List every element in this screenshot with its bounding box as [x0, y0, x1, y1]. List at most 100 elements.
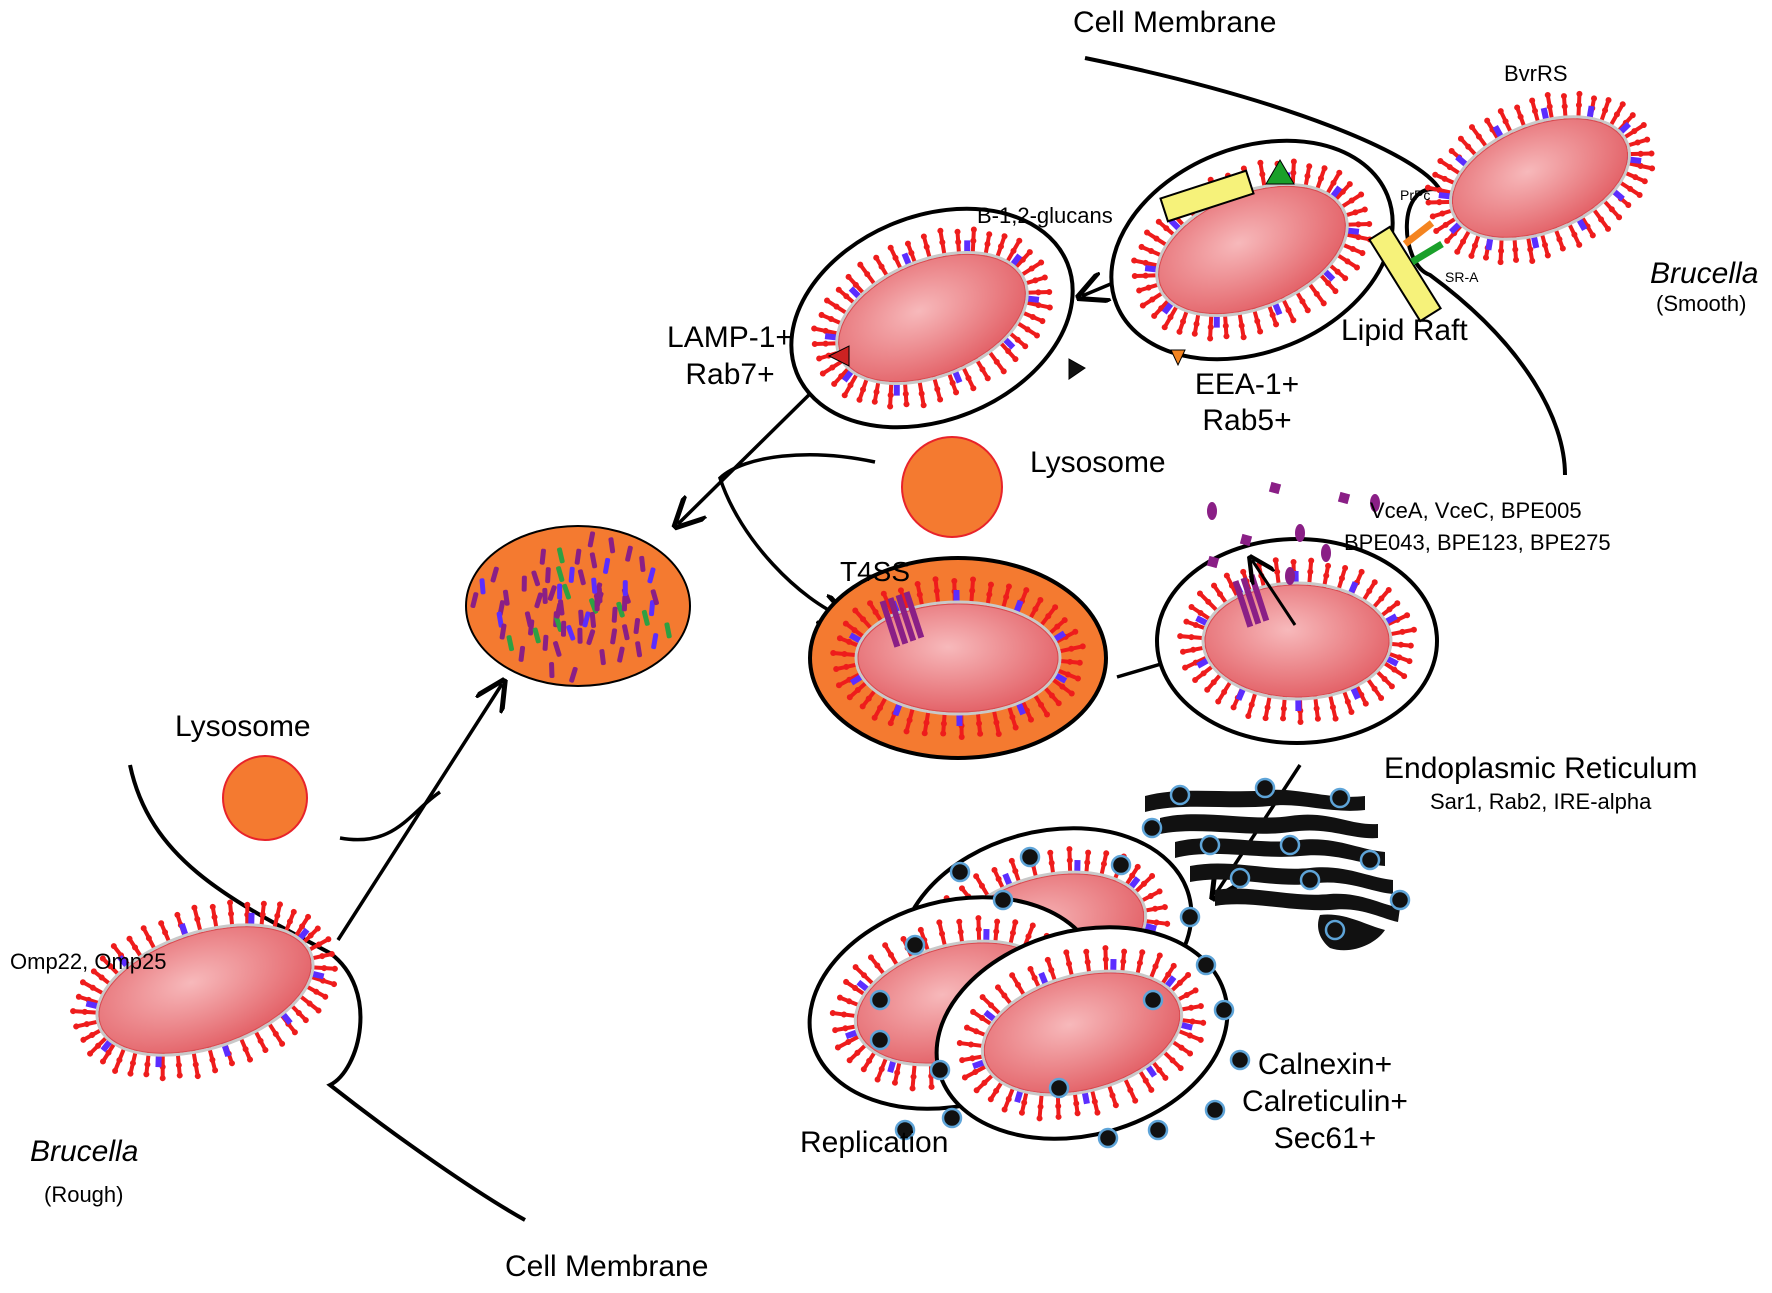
lps-bead — [1482, 254, 1490, 262]
lps-bead — [843, 621, 849, 627]
t4ss-vacuole — [810, 558, 1106, 758]
debris-fragment — [549, 662, 555, 678]
lps-bead — [993, 719, 999, 725]
lps-bead — [951, 578, 957, 584]
lps-bead — [1291, 559, 1297, 565]
lps-bead — [1072, 629, 1078, 635]
lps-bead — [1245, 713, 1251, 719]
lysosome-top-label: Lysosome — [1030, 446, 1166, 480]
lps-bead — [1180, 649, 1186, 655]
er-marker-dot — [1256, 779, 1274, 797]
rab5-label: Rab5+ — [1192, 404, 1302, 438]
lps-bead — [1363, 701, 1369, 707]
lps-bead — [1198, 610, 1204, 616]
lps-bead — [1240, 569, 1246, 575]
er-marker-dot — [1281, 836, 1299, 854]
lps-bead — [1263, 715, 1269, 721]
brucella-rough-type: (Rough) — [44, 1183, 123, 1208]
lps-bead — [1217, 591, 1223, 597]
lps-bead — [1205, 599, 1211, 605]
lps-bead — [1009, 714, 1015, 720]
er-marker-dot — [1181, 908, 1199, 926]
er-marker-dot — [1021, 848, 1039, 866]
lps-bead — [1281, 706, 1287, 712]
lps-bead — [1182, 665, 1188, 671]
brucella-smooth-type: (Smooth) — [1656, 292, 1746, 317]
lps-bead — [1333, 716, 1339, 722]
lps-bead — [1062, 617, 1068, 623]
lps-bead — [1378, 595, 1384, 601]
lps-bead — [1221, 689, 1227, 695]
lps-bead — [1560, 92, 1568, 100]
effector-molecule — [1338, 492, 1350, 504]
lps-bead — [1183, 619, 1189, 625]
lps-bead — [1249, 702, 1255, 708]
lps-bead — [1231, 704, 1237, 710]
lps-bead — [915, 581, 921, 587]
er-marker-dot — [1171, 786, 1189, 804]
lysosome-top — [902, 437, 1002, 537]
er-marker-dot — [1112, 856, 1130, 874]
lps-bead — [1003, 594, 1009, 600]
er-marker-dot — [1326, 921, 1344, 939]
lps-bead — [1378, 695, 1384, 701]
lps-bead — [976, 721, 982, 727]
lps-bead — [1013, 725, 1019, 731]
lps-bead — [996, 731, 1002, 737]
calreticulin-label: Calreticulin+ — [1220, 1085, 1430, 1119]
lps-bead — [176, 1072, 184, 1080]
lps-bead — [1590, 95, 1598, 103]
arrow-icon — [340, 792, 440, 840]
t4ss-label: T4SS — [840, 556, 910, 587]
er-marker-dot — [871, 991, 889, 1009]
lps-bead — [260, 900, 268, 908]
lps-bead — [843, 664, 849, 670]
lps-bead — [1065, 671, 1071, 677]
lps-bead — [1037, 597, 1043, 603]
er-marker-dot — [931, 1061, 949, 1079]
er-marker-dot — [1231, 869, 1249, 887]
lysosome-left — [223, 756, 307, 840]
lps-bead — [855, 687, 861, 693]
lps-bead — [977, 731, 983, 737]
lps-bead — [1177, 633, 1183, 639]
lysosome-left-label: Lysosome — [175, 710, 311, 744]
lps-bead — [1575, 101, 1583, 109]
lps-bead — [833, 666, 839, 672]
lps-bead — [1023, 587, 1029, 593]
lps-bead — [907, 717, 913, 723]
lps-bead — [1342, 565, 1348, 571]
er-marker-dot — [1301, 871, 1319, 889]
lps-bead — [1190, 647, 1196, 653]
lps-bead — [1059, 684, 1065, 690]
er-marker-dot — [1143, 819, 1161, 837]
debris-fragment — [542, 588, 548, 604]
er-marker-dot — [943, 1109, 961, 1127]
lps-bead — [941, 721, 947, 727]
lps-bead — [1307, 569, 1313, 575]
effector-molecule — [1207, 502, 1217, 520]
er-title-label: Endoplasmic Reticulum — [1384, 752, 1697, 786]
lps-bead — [847, 694, 853, 700]
lps-bead — [1382, 676, 1388, 682]
er-marker-dot — [1361, 851, 1379, 869]
lps-bead — [1006, 584, 1012, 590]
bacteria — [49, 60, 1680, 1170]
calnexin-label: Calnexin+ — [1235, 1048, 1415, 1082]
prpc-label: PrPc — [1400, 188, 1430, 204]
lps-bead — [852, 608, 858, 614]
lps-bead — [860, 616, 866, 622]
brucella-smooth-label: Brucella — [1650, 257, 1758, 291]
er-marker-dot — [906, 936, 924, 954]
bvrrs-label: BvrRS — [1504, 62, 1568, 87]
lps-bead — [1497, 258, 1505, 266]
eea1-label: EEA-1+ — [1192, 368, 1302, 402]
lps-bead — [860, 703, 866, 709]
er-marker-dot — [994, 891, 1012, 909]
er-marker-dot — [1201, 836, 1219, 854]
lps-bead — [1401, 673, 1407, 679]
lps-bead — [846, 639, 852, 645]
lps-bead — [1576, 90, 1584, 98]
sra-receptor — [1412, 244, 1442, 262]
